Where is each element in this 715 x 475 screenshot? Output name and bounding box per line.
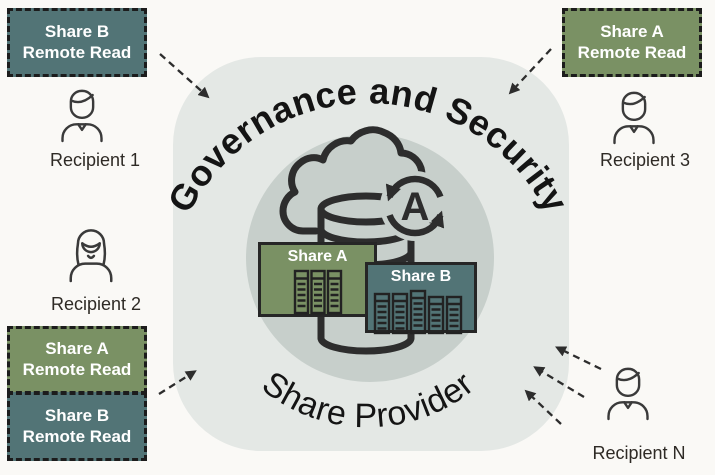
share-b-label: Share B [390, 268, 452, 285]
recipient3-label: Recipient 3 [599, 150, 691, 170]
badge-recipient2-share-a-remote-read: Share A Remote Read [7, 326, 147, 394]
badge-line: Share A [45, 339, 109, 359]
arrow-recipientN-to-provider-1 [555, 346, 602, 371]
recipient3-person-icon [613, 91, 655, 145]
recipient1-person-icon [61, 89, 103, 143]
share-a-label: Share A [287, 248, 348, 265]
badge-line: Share B [44, 405, 110, 425]
share-b-table-columns-icon [373, 289, 463, 335]
recipient2-person-icon [69, 229, 113, 283]
share-b-box: Share B [365, 262, 477, 335]
badge-recipient3-share-a-remote-read: Share A Remote Read [562, 8, 702, 77]
arrow-recipient3-to-provider [508, 48, 552, 95]
sync-icon: A [380, 171, 450, 241]
badge-line: Remote Read [22, 426, 132, 446]
badge-recipient1-share-b-remote-read: Share B Remote Read [7, 8, 147, 77]
share-a-table-columns-icon [293, 269, 342, 315]
badge-line: Share A [600, 21, 664, 41]
recipient2-label: Recipient 2 [50, 294, 142, 314]
recipient1-label: Recipient 1 [49, 150, 141, 170]
badge-line: Share B [44, 21, 110, 41]
badge-line: Remote Read [22, 360, 132, 379]
arrow-recipientN-to-provider-3 [524, 389, 562, 425]
recipientN-label: Recipient N [592, 443, 686, 463]
cloud-icon [279, 126, 426, 235]
badge-line: Remote Read [22, 42, 132, 62]
recipientN-person-icon [607, 367, 649, 421]
badge-recipient2-share-b-remote-read: Share B Remote Read [7, 392, 147, 461]
arrow-recipientN-to-provider-2 [533, 366, 585, 398]
sync-letter: A [401, 185, 430, 229]
share-a-box: Share A [258, 242, 377, 317]
arrow-recipient1-to-provider [159, 53, 210, 99]
badge-line: Remote Read [577, 42, 687, 62]
arrow-recipient2-to-provider [158, 370, 197, 395]
